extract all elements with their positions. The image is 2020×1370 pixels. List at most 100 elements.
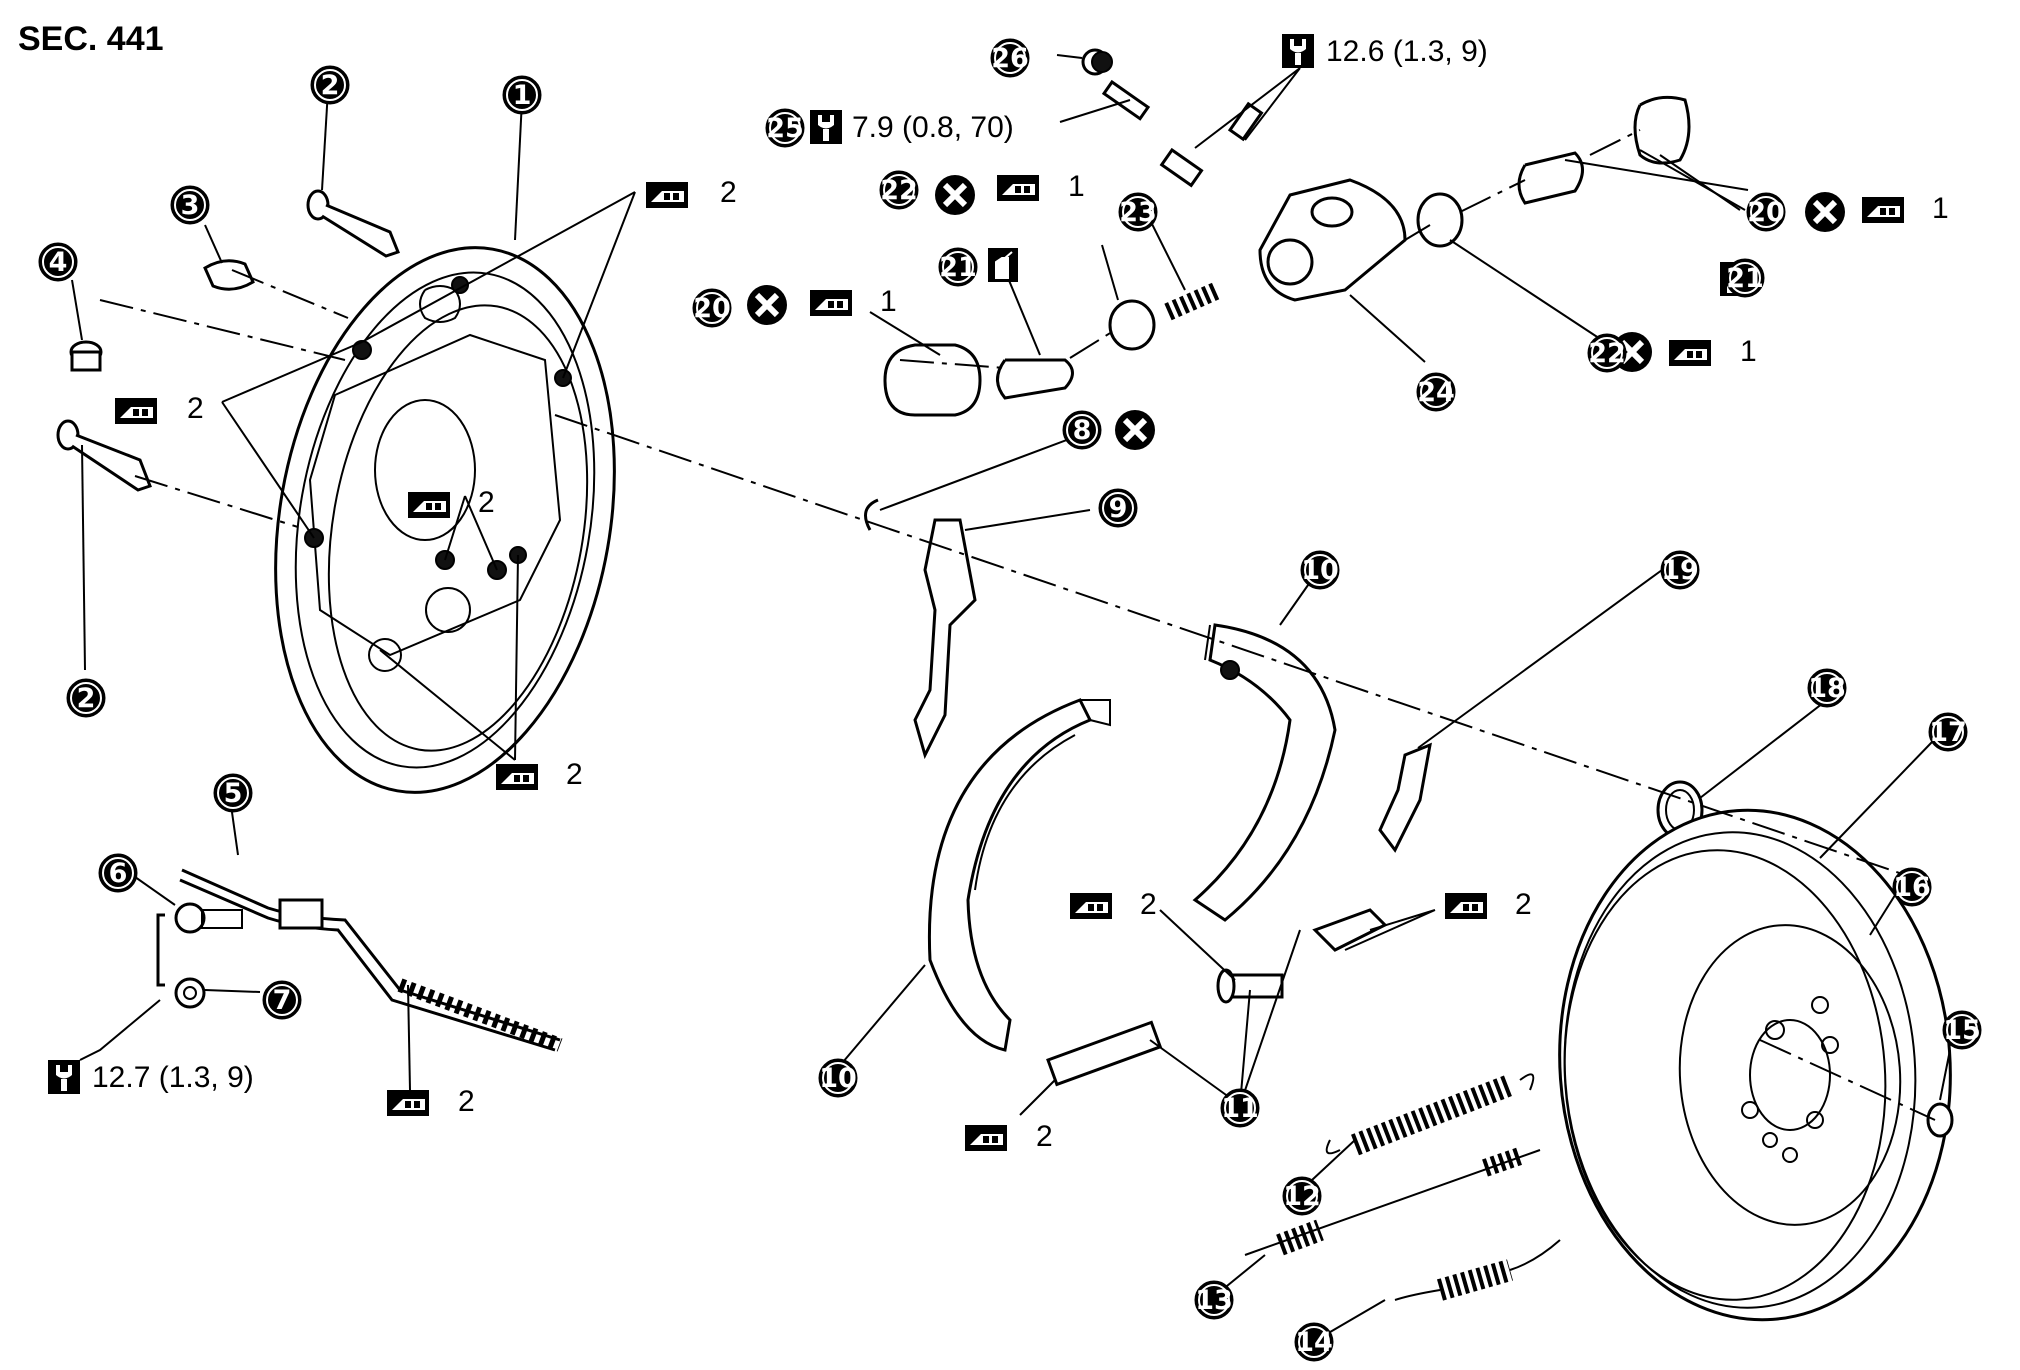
part-number: 13: [1195, 1285, 1233, 1316]
anchor-bolt-lower: [56, 419, 152, 492]
part-number: 21: [1726, 263, 1764, 294]
part-callout-7: 7: [262, 980, 302, 1020]
piston-left: [996, 358, 1074, 400]
part-number: 14: [1295, 1327, 1333, 1358]
part-number: 16: [1893, 872, 1931, 903]
part-callout-5: 5: [213, 773, 253, 813]
part-number: 5: [224, 778, 243, 809]
torque-bracket: [156, 913, 165, 987]
grease-qty: 1: [1068, 170, 1085, 203]
grease-qty: 2: [566, 758, 583, 791]
part-number: 1: [513, 80, 532, 111]
torque-spec-bleeder: 7.9 (0.8, 70): [852, 111, 1014, 144]
part-number: 22: [1588, 338, 1626, 369]
part-number: 18: [1808, 673, 1846, 704]
brake-shoe-right: [1192, 623, 1337, 922]
grease-qty: 2: [458, 1085, 475, 1118]
part-callout-14: 14: [1294, 1322, 1334, 1362]
section-number: SEC. 441: [18, 20, 164, 58]
bleeder-cap: [1091, 51, 1113, 73]
part-callout-1: 1: [502, 75, 542, 115]
part-number: 25: [766, 113, 804, 144]
grease-qty: 2: [1515, 888, 1532, 921]
part-number: 9: [1109, 493, 1128, 524]
part-number: 7: [273, 985, 292, 1016]
dust-boot-right: [1633, 95, 1691, 165]
part-callout-21: 21: [1725, 258, 1765, 298]
part-callout-11: 11: [1220, 1088, 1260, 1128]
part-number: 11: [1221, 1093, 1259, 1124]
part-callout-16: 16: [1892, 867, 1932, 907]
part-callout-4: 4: [38, 242, 78, 282]
brake-drum: [1558, 808, 1952, 1322]
part-number: 20: [693, 293, 731, 324]
part-callout-22: 22: [879, 170, 919, 210]
torque-spec-wheel-cylinder: 12.6 (1.3, 9): [1326, 35, 1488, 68]
grease-qty: 2: [720, 176, 737, 209]
grease-qty: 2: [1036, 1120, 1053, 1153]
grease-qty: 1: [1932, 192, 1949, 225]
dust-boot-left: [883, 343, 982, 417]
part-number: 17: [1929, 717, 1967, 748]
part-number: 8: [1073, 415, 1092, 446]
part-callout-18: 18: [1807, 668, 1847, 708]
part-number: 2: [77, 683, 96, 714]
parking-brake-lever: [913, 518, 977, 760]
part-number: 22: [880, 175, 918, 206]
part-callout-2: 2: [66, 678, 106, 718]
torque-spec-cable: 12.7 (1.3, 9): [92, 1061, 254, 1094]
piston-cup-right: [1416, 192, 1464, 248]
part-number: 12: [1283, 1181, 1321, 1212]
backing-plate: [274, 246, 616, 794]
part-number: 21: [939, 252, 977, 283]
adjuster-lever: [1378, 742, 1432, 853]
part-number: 2: [321, 70, 340, 101]
part-callout-15: 15: [1942, 1010, 1982, 1050]
part-callout-20: 20: [692, 288, 732, 328]
part-callout-22: 22: [1587, 333, 1627, 373]
grease-qty: 1: [1740, 335, 1757, 368]
part-callout-2: 2: [310, 65, 350, 105]
mounting-bolt-a: [1159, 147, 1204, 188]
grease-qty: 2: [1140, 888, 1157, 921]
part-callout-9: 9: [1098, 488, 1138, 528]
grease-qty: 2: [187, 392, 204, 425]
grease-qty: 2: [478, 486, 495, 519]
piston-cup-left: [1108, 299, 1156, 351]
part-callout-10: 10: [1300, 550, 1340, 590]
part-callout-3: 3: [170, 185, 210, 225]
part-callout-6: 6: [98, 853, 138, 893]
part-callout-24: 24: [1416, 372, 1456, 412]
hole-plug: [203, 259, 255, 291]
brake-shoe-left: [927, 698, 1111, 1052]
part-callout-21: 21: [938, 247, 978, 287]
part-number: 15: [1943, 1015, 1981, 1046]
parking-brake-cable: [179, 868, 563, 1052]
piston-right: [1517, 151, 1584, 205]
part-callout-19: 19: [1660, 550, 1700, 590]
grommet: [69, 340, 103, 372]
cylinder-spring: [1164, 281, 1222, 321]
part-callout-12: 12: [1282, 1176, 1322, 1216]
anchor-bolt-upper: [306, 189, 400, 258]
part-number: 6: [109, 858, 128, 889]
part-callout-26: 26: [990, 38, 1030, 78]
part-callout-13: 13: [1194, 1280, 1234, 1320]
retainer-ring: [864, 498, 879, 531]
leader-lines: [71, 54, 1951, 1336]
return-spring-middle: [1244, 1147, 1541, 1256]
assembly-centerlines: [99, 129, 1936, 1121]
part-number: 24: [1417, 377, 1455, 408]
return-spring-upper: [1325, 1073, 1535, 1156]
mounting-bolt-b: [1227, 101, 1264, 142]
cable-nut: [174, 977, 206, 1009]
adjuster-spring: [1394, 1239, 1561, 1301]
part-number: 26: [991, 43, 1029, 74]
part-number: 3: [181, 190, 200, 221]
part-number: 4: [49, 247, 68, 278]
part-callout-25: 25: [765, 108, 805, 148]
part-number: 10: [819, 1063, 857, 1094]
cable-bolt: [174, 902, 243, 934]
part-number: 19: [1661, 555, 1699, 586]
